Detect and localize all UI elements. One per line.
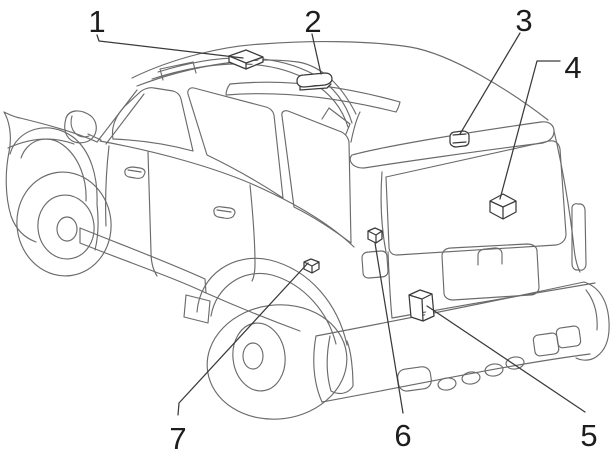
bumper-step-pad <box>484 363 504 377</box>
bumper-end-pad <box>532 332 560 357</box>
front-tire <box>16 171 112 277</box>
bumper-step-pad <box>397 366 432 392</box>
component-marker-3 <box>449 130 470 148</box>
bumper-end-pad <box>555 325 582 349</box>
callout-label-1: 1 <box>88 4 105 39</box>
rear-fender-flare <box>196 257 348 346</box>
leader-line-4 <box>499 60 561 200</box>
left-taillight <box>361 250 389 279</box>
leader-line-5 <box>426 305 586 413</box>
leader-line-6 <box>374 242 404 414</box>
roof-rail <box>151 57 353 135</box>
body-right-edge <box>553 130 581 273</box>
callout-label-5: 5 <box>580 418 597 453</box>
leader-line-2 <box>311 33 322 75</box>
rear-door-window <box>187 87 284 199</box>
callout-label-3: 3 <box>515 3 532 38</box>
callout-label-2: 2 <box>304 4 321 39</box>
vehicle-line-art <box>3 41 610 420</box>
rear-hatch-glass <box>385 140 567 256</box>
quarter-window <box>281 110 352 244</box>
door-seams <box>105 145 256 282</box>
component-marker-6 <box>367 227 383 244</box>
bumper-step-pad <box>437 377 457 391</box>
rear-mud-flap <box>326 335 354 395</box>
callout-labels: 1 2 3 4 5 6 7 <box>88 3 597 456</box>
leader-line-3 <box>459 32 521 135</box>
leader-line-7 <box>177 262 309 416</box>
callout-label-6: 6 <box>394 418 411 453</box>
front-door-handle <box>124 166 146 179</box>
front-fender-flare <box>9 127 99 251</box>
component-marker-1 <box>228 49 264 70</box>
hood-and-front-fascia <box>3 111 98 243</box>
front-hub <box>56 216 78 242</box>
right-taillight <box>571 203 587 271</box>
side-mirror <box>64 110 102 144</box>
callout-label-7: 7 <box>169 421 186 456</box>
component-markers <box>228 49 517 322</box>
running-board <box>79 227 301 332</box>
component-marker-7 <box>303 258 320 274</box>
d-pillar-and-hatch-edge <box>350 111 393 319</box>
leader-lines <box>96 32 586 416</box>
callout-label-4: 4 <box>564 50 581 85</box>
bumper-step-pad <box>461 371 481 385</box>
component-marker-5 <box>408 289 435 322</box>
rear-hub <box>242 342 264 370</box>
component-marker-2 <box>296 72 333 91</box>
component-marker-4 <box>489 193 517 220</box>
bumper-step-pad <box>505 356 525 370</box>
leader-line-1 <box>96 34 244 59</box>
rear-tire <box>206 304 348 420</box>
front-door-window <box>111 87 194 152</box>
a-pillar <box>96 89 145 145</box>
rear-rim <box>232 322 286 392</box>
roof-far-edge <box>131 41 549 121</box>
beltline <box>99 140 355 248</box>
front-rim <box>37 194 95 260</box>
rear-door-handle <box>213 206 236 219</box>
